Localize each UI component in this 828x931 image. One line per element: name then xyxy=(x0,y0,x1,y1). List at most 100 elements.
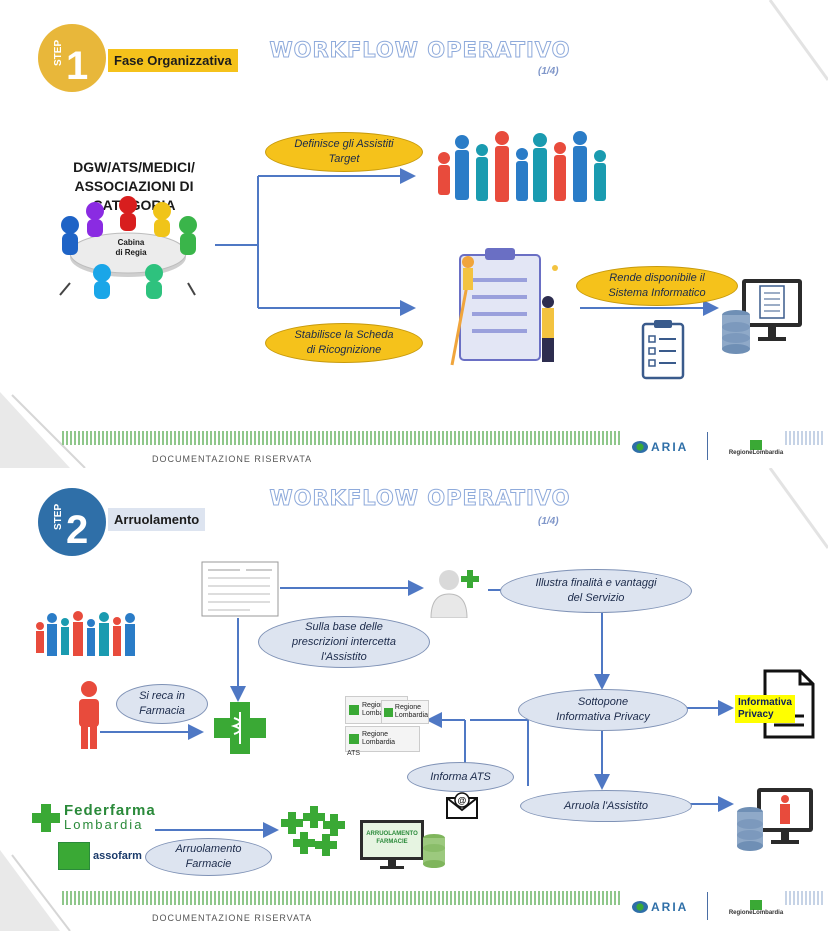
cabina-label-line1: Cabina xyxy=(117,238,145,247)
informativa-line1: Informativa xyxy=(738,697,792,708)
slide2-footer-stripes-right xyxy=(785,891,825,905)
ellipse-rende-line1: Rende disponibile il xyxy=(609,272,705,284)
screen-label: ARRUOLAMENTO FARMACIE xyxy=(363,830,421,846)
regione-logo-text: RegioneLombardia xyxy=(728,450,784,456)
ellipse-base-line3: l'Assistito xyxy=(321,650,367,663)
slide2-logo-divider xyxy=(707,892,708,920)
cabina-label: Cabina di Regia xyxy=(106,238,156,258)
aria-logo-icon-2 xyxy=(632,901,648,913)
checklist-icon xyxy=(641,320,685,380)
slide2-aria-logo: ARIA xyxy=(632,900,688,914)
regione-logo-text-2: RegioneLombardia xyxy=(728,910,784,916)
slide1-page-number: (1/4) xyxy=(538,66,559,77)
aria-logo-text-2: ARIA xyxy=(651,900,689,914)
ellipse-informa-ats: Informa ATS xyxy=(407,762,514,792)
regione-card2-logo-icon xyxy=(384,707,393,717)
pharmacy-network-icon xyxy=(281,806,345,856)
regione-logo-icon xyxy=(750,440,762,450)
ellipse-stabilisce-line2: di Ricognizione xyxy=(306,344,382,356)
ellipse-reca-line1: Si reca in xyxy=(139,690,185,702)
slide1-regione-logo: RegioneLombardia xyxy=(716,440,796,456)
slide2-regione-logo: RegioneLombardia xyxy=(716,900,796,916)
step2-number: 2 xyxy=(66,508,88,552)
slide2-arrows xyxy=(100,580,734,838)
pharmacy-cross-small xyxy=(461,570,479,588)
patient-person-icon xyxy=(79,681,99,749)
arruolamento-farmacie-screen xyxy=(360,820,445,869)
svg-text:@: @ xyxy=(458,796,467,806)
clipboard-team-illustration xyxy=(450,248,558,366)
ellipse-arruola-text: Arruola l'Assistito xyxy=(563,799,648,812)
slide2-background xyxy=(0,468,828,931)
crowd-people-icon xyxy=(438,131,606,202)
regione-card-ats-label: ATS xyxy=(347,750,361,757)
computer-database-icon xyxy=(722,279,802,354)
ellipse-illustra-line2: del Servizio xyxy=(567,592,625,604)
regione-logo-icon-2 xyxy=(750,900,762,910)
step2-label: STEP xyxy=(53,504,64,530)
step1-circle: STEP 1 xyxy=(38,24,106,92)
ellipse-ats-text: Informa ATS xyxy=(430,770,491,783)
slide1-title: WORKFLOW OPERATIVO xyxy=(269,38,571,63)
regione-card-logo-icon xyxy=(349,705,359,715)
assofarm-logo-icon xyxy=(58,842,90,870)
regione-card1-line2: Lombardia xyxy=(362,710,396,717)
regione-card3-line2: Lombardia xyxy=(362,739,396,746)
org-title-line1: DGW/ATS/MEDICI/ xyxy=(73,159,195,175)
cabina-label-line2: di Regia xyxy=(115,248,147,257)
ellipse-illustra-line1: Illustra finalità e vantaggi xyxy=(535,577,657,589)
step1-number: 1 xyxy=(66,44,88,88)
regione-card1-line1: Regione xyxy=(362,702,389,709)
prescription-document-icon xyxy=(201,561,279,617)
ellipse-base-line1: Sulla base delle xyxy=(305,620,383,633)
slide1-footer-stripes xyxy=(62,431,622,445)
federfarma-logo-icon xyxy=(32,804,60,832)
ellipse-sottopone-line2: Informativa Privacy xyxy=(556,711,650,723)
regione-card3-logo-icon xyxy=(349,734,359,744)
regione-card3-line1: Regione xyxy=(362,731,389,738)
step2-title: Arruolamento xyxy=(108,508,206,531)
step1-label: STEP xyxy=(53,40,64,66)
ellipse-rende-disponibile: Rende disponibile il Sistema Informatico xyxy=(576,266,738,306)
regione-card2-line1: Regione xyxy=(394,704,421,711)
slide1-footer-text: DOCUMENTAZIONE RISERVATA xyxy=(152,454,313,464)
screen-line2: FARMACIE xyxy=(376,839,408,845)
slide2-page-number: (1/4) xyxy=(538,516,559,527)
federfarma-line1: Federfarma xyxy=(64,802,156,819)
pharmacy-cross-icon xyxy=(214,702,266,754)
cabina-regia-illustration xyxy=(59,196,197,299)
ellipse-farmacie-line2: Farmacie xyxy=(185,858,232,870)
ellipse-illustra: Illustra finalità e vantaggi del Servizio xyxy=(500,569,692,613)
ellipse-farmacie-line1: Arruolamento xyxy=(175,843,242,855)
slide-step-1: STEP 1 Fase Organizzativa WORKFLOW OPERA… xyxy=(0,0,828,468)
slide1-aria-logo: ARIA xyxy=(632,440,688,454)
ellipse-definisce-line2: Target xyxy=(328,153,360,165)
informativa-privacy-label: Informativa Privacy xyxy=(735,695,795,723)
aria-logo-icon xyxy=(632,441,648,453)
ellipse-arruola: Arruola l'Assistito xyxy=(520,790,692,822)
assofarm-logo: assofarm xyxy=(58,842,142,870)
ellipse-base-line2: prescrizioni intercetta xyxy=(292,635,396,648)
aria-logo-text: ARIA xyxy=(651,440,689,454)
federfarma-line2: Lombardia xyxy=(64,817,144,832)
computer-patient-database-icon xyxy=(737,788,813,851)
ellipse-stabilisce-line1: Stabilisce la Scheda xyxy=(294,329,394,341)
email-icon: @ xyxy=(446,792,478,819)
ellipse-si-reca: Si reca in Farmacia xyxy=(116,684,208,724)
slide2-footer-stripes xyxy=(62,891,622,905)
step2-circle: STEP 2 xyxy=(38,488,106,556)
slide2-title: WORKFLOW OPERATIVO xyxy=(269,486,571,511)
screen-line1: ARRUOLAMENTO xyxy=(366,831,418,837)
ellipse-stabilisce: Stabilisce la Scheda di Ricognizione xyxy=(265,323,423,363)
slide1-footer-stripes-right xyxy=(785,431,825,445)
ellipse-reca-line2: Farmacia xyxy=(139,705,185,717)
ellipse-rende-line2: Sistema Informatico xyxy=(608,287,706,299)
crowd-small-icon xyxy=(36,611,135,656)
doctor-icon xyxy=(430,570,479,618)
